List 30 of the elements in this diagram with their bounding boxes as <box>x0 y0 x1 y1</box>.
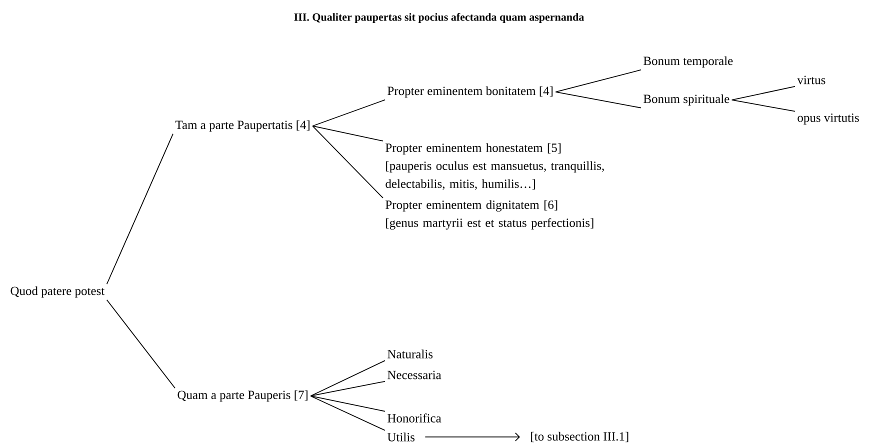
branch-label: Bonum temporale <box>644 56 733 68</box>
branch-label: Propter eminentem bonitatem [4] <box>388 86 553 98</box>
branch-label: Quod patere potest <box>10 286 105 298</box>
branch-label: Naturalis <box>388 350 433 358</box>
branch-line <box>106 133 174 285</box>
branch-line <box>106 299 176 389</box>
branch-line <box>310 396 386 431</box>
branch-label: Necessaria <box>388 370 442 380</box>
branch-label: Propter eminentem dignitatem [6] [genus martyrii est et status perfectionis] <box>386 200 594 230</box>
branch-label: Utilis <box>387 432 415 442</box>
branch-line <box>310 396 386 412</box>
branch-label: Propter eminentem honestatem [5] [pauperis oculus est mansuetus, tranquillis, delectabilis, mitis, humilis…] <box>386 143 604 190</box>
branch-label: virtus <box>797 76 826 84</box>
branch-line <box>310 380 386 396</box>
branch-line <box>312 126 384 142</box>
branch-line <box>312 126 384 198</box>
branch-line <box>731 86 796 100</box>
branch-line <box>731 100 796 112</box>
arrow <box>424 432 520 442</box>
branch-label: opus virtutis <box>798 114 859 124</box>
branch-label: [to subsection III.1] <box>531 432 628 442</box>
branch-line <box>312 99 386 126</box>
branch-line <box>310 360 386 396</box>
branch-label: Bonum spirituale <box>644 94 730 106</box>
branch-line <box>555 69 642 92</box>
branch-label: Tam a parte Paupertatis [4] <box>175 120 310 132</box>
title: III. Qualiter paupertas sit pocius afectanda quam aspernanda <box>294 12 584 24</box>
branch-line <box>555 92 642 108</box>
branch-label: Honorifica <box>388 414 442 422</box>
branch-label: Quam a parte Pauperis [7] <box>178 390 308 402</box>
